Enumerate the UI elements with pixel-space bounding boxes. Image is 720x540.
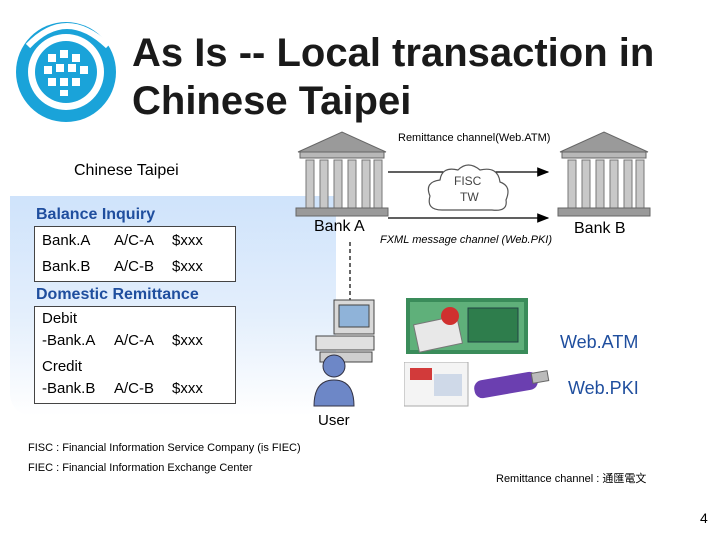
user-icon [313, 354, 355, 407]
page-number: 4 [700, 510, 708, 526]
balance-row-account: A/C-B [114, 258, 155, 275]
cloud-icon [427, 164, 509, 211]
bank-building-icon [557, 131, 651, 217]
domestic-remittance-box [34, 306, 236, 404]
balance-inquiry-heading: Balance Inquiry [36, 206, 156, 223]
debit-row-bank: -Bank.A [42, 332, 96, 349]
bank-b-label: Bank B [574, 220, 626, 237]
fxml-webpki-channel-label: FXML message channel (Web.PKI) [380, 234, 553, 246]
slide-title-line-1: As Is -- Local transaction in [132, 31, 655, 75]
balance-inquiry-box [34, 226, 236, 282]
debit-label: Debit [42, 310, 78, 327]
debit-row-account: A/C-A [114, 332, 155, 349]
user-label: User [318, 412, 350, 429]
fisc-label-line1: FISC [454, 174, 482, 188]
balance-row-bank: Bank.A [42, 232, 91, 249]
bank-building-icon [295, 131, 389, 217]
credit-row-account: A/C-B [114, 380, 155, 397]
fiec-footnote: FIEC : Financial Information Exchange Ce… [28, 462, 253, 474]
balance-row-bank: Bank.B [42, 258, 91, 275]
balance-row-account: A/C-A [114, 232, 155, 249]
domestic-remittance-heading: Domestic Remittance [36, 286, 199, 303]
usb-token-icon [404, 362, 550, 407]
balance-row-amount: $xxx [172, 258, 203, 275]
bank-a-label: Bank A [314, 218, 365, 235]
credit-row-bank: -Bank.B [42, 380, 96, 397]
logo-icon [16, 22, 116, 122]
credit-label: Credit [42, 358, 83, 375]
debit-row-amount: $xxx [172, 332, 203, 349]
webpki-label: Web.PKI [568, 378, 639, 398]
atm-card-icon [406, 298, 528, 354]
credit-row-amount: $xxx [172, 380, 203, 397]
fisc-footnote: FISC : Financial Information Service Com… [28, 442, 301, 454]
slide-title-line-2: Chinese Taipei [132, 79, 412, 123]
fisc-label-line2: TW [460, 190, 479, 204]
remittance-channel-footnote: Remittance channel : 通匯電文 [496, 473, 647, 485]
webatm-label: Web.ATM [560, 332, 639, 352]
computer-icon [315, 299, 375, 363]
region-label: Chinese Taipei [74, 162, 179, 179]
remittance-channel-webatm-label: Remittance channel(Web.ATM) [398, 132, 551, 144]
balance-row-amount: $xxx [172, 232, 203, 249]
